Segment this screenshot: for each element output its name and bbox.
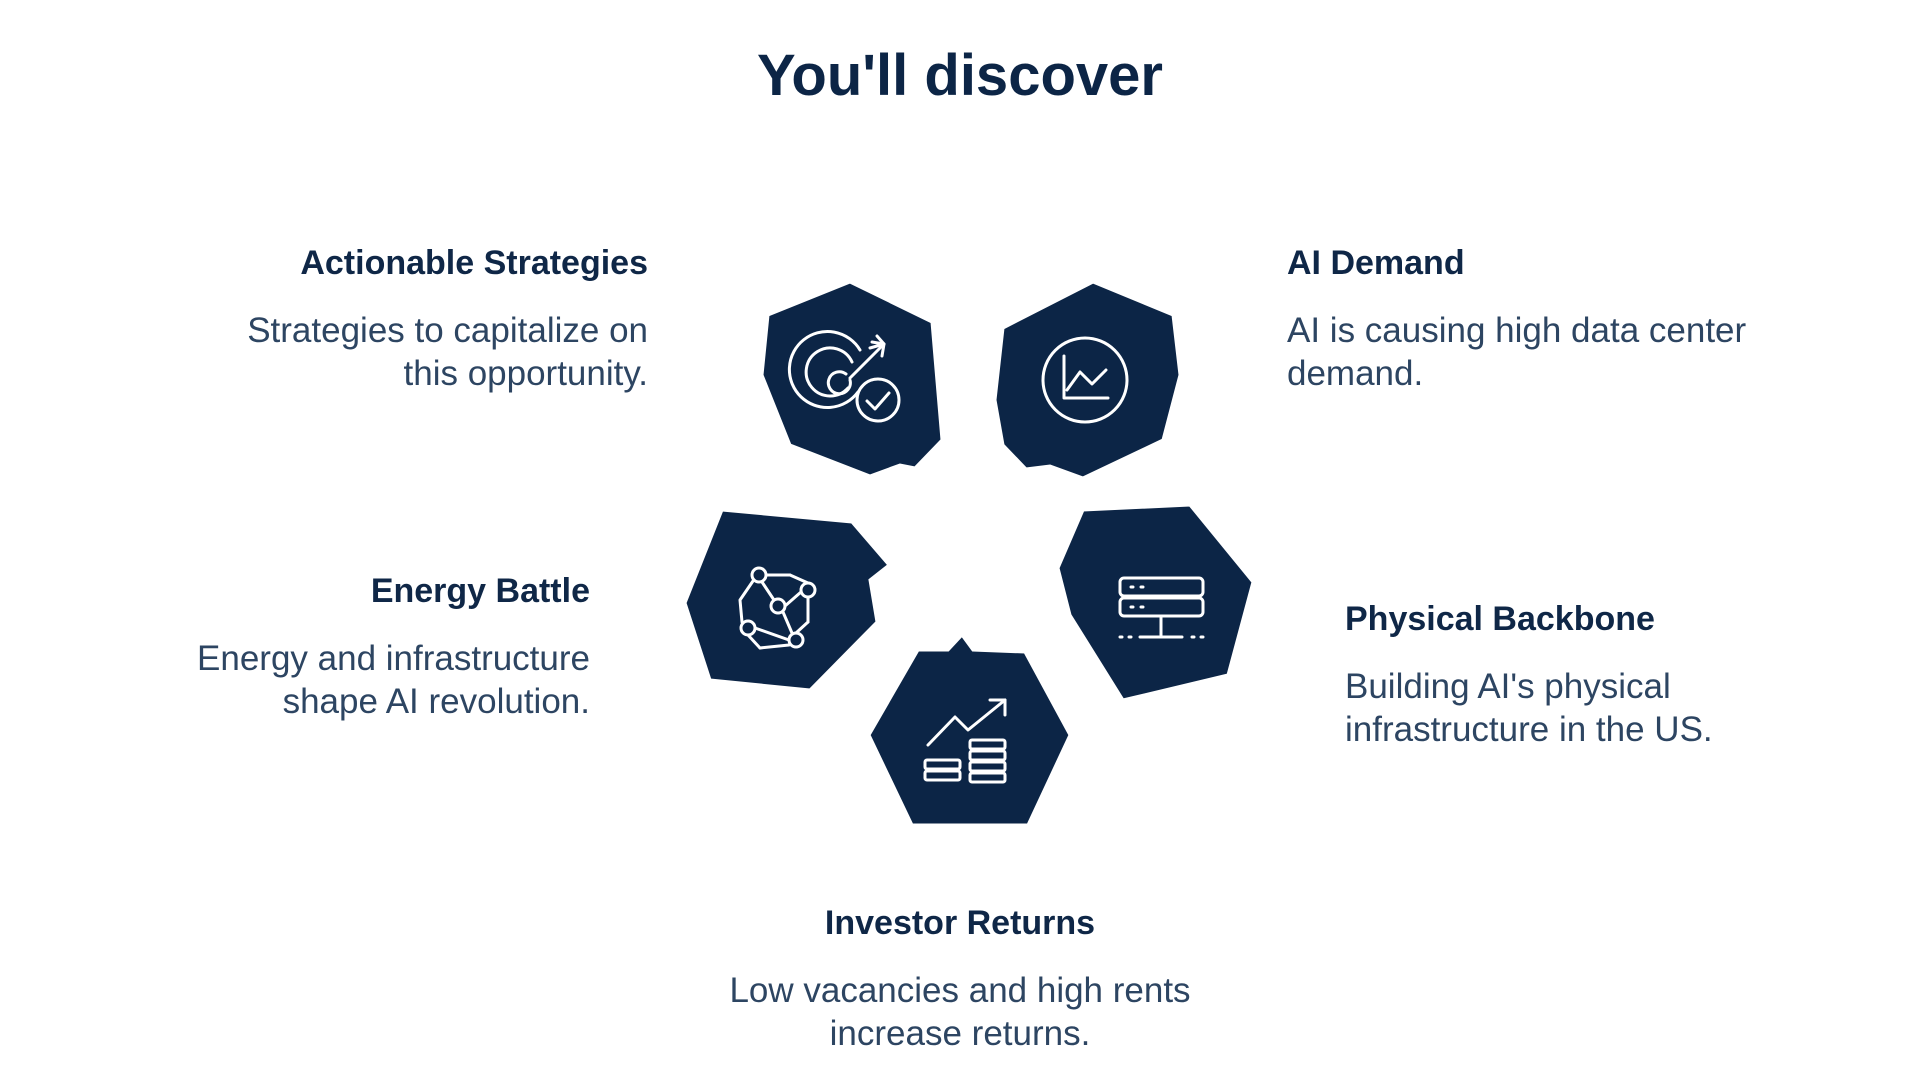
network-nodes-icon bbox=[738, 566, 817, 650]
rising-coins-icon bbox=[923, 698, 1007, 784]
item-heading: Actionable Strategies bbox=[300, 244, 648, 282]
item-ai-demand: AI Demand AI is causing high data center… bbox=[1287, 244, 1747, 395]
item-actionable-strategies: Actionable Strategies Strategies to capi… bbox=[200, 244, 648, 395]
hexagon-actionable-strategies bbox=[760, 280, 944, 478]
item-heading: Investor Returns bbox=[824, 904, 1096, 942]
item-heading: Energy Battle bbox=[370, 572, 590, 610]
item-description: Low vacancies and high rents increase re… bbox=[729, 971, 1191, 1053]
item-description: Building AI's physical infrastructure in… bbox=[1345, 667, 1713, 749]
target-check-icon bbox=[787, 330, 901, 423]
hexagon-physical-backbone bbox=[1056, 503, 1255, 702]
item-heading: AI Demand bbox=[1287, 244, 1465, 282]
item-description: AI is causing high data center demand. bbox=[1287, 311, 1747, 393]
page-title: You'll discover bbox=[757, 43, 1163, 108]
item-physical-backbone: Physical Backbone Building AI's physical… bbox=[1345, 600, 1815, 751]
item-investor-returns: Investor Returns Low vacancies and high … bbox=[660, 904, 1260, 1055]
hexagon-energy-battle bbox=[683, 508, 892, 692]
item-description: Energy and infrastructure shape AI revol… bbox=[197, 639, 590, 721]
item-energy-battle: Energy Battle Energy and infrastructure … bbox=[180, 572, 590, 723]
hexagon-ai-demand bbox=[993, 280, 1182, 480]
server-rack-icon bbox=[1118, 576, 1205, 639]
hexagon-investor-returns bbox=[867, 632, 1072, 827]
item-description: Strategies to capitalize on this opportu… bbox=[247, 311, 648, 393]
item-heading: Physical Backbone bbox=[1345, 600, 1655, 638]
line-chart-circle-icon bbox=[1041, 336, 1129, 424]
